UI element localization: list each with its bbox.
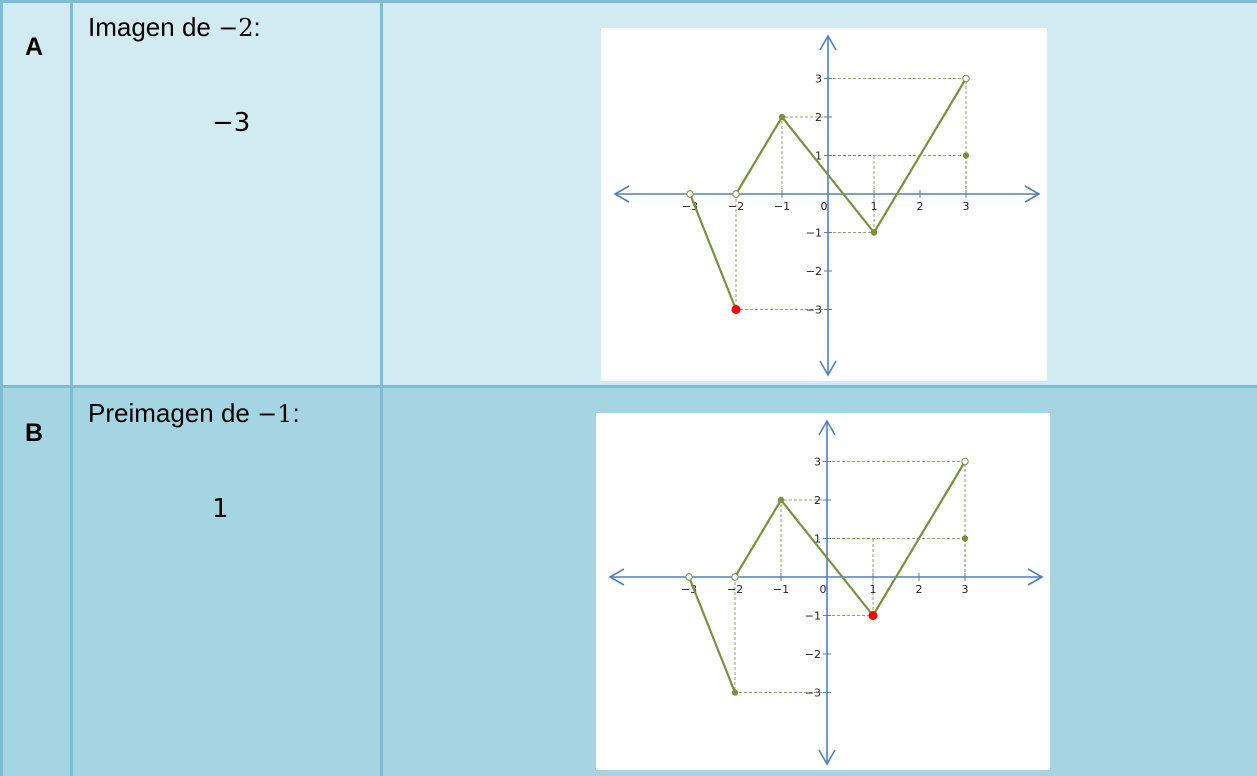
curve-segment bbox=[735, 116, 783, 195]
x-tick-label: −2 bbox=[728, 200, 744, 213]
row-letter: B bbox=[25, 419, 44, 447]
curve-segment bbox=[688, 193, 738, 310]
closed-point bbox=[870, 229, 878, 236]
y-tick-label: 1 bbox=[814, 533, 821, 546]
closed-point bbox=[731, 689, 739, 696]
y-tick-label: −3 bbox=[805, 687, 821, 700]
question-label: Preimagen de −1: bbox=[88, 398, 300, 429]
x-tick-label: 0 bbox=[821, 200, 828, 213]
y-tick-label: −1 bbox=[806, 227, 822, 240]
y-tick-label: −2 bbox=[805, 648, 821, 661]
highlight-point bbox=[731, 305, 741, 314]
question-label: Imagen de −2: bbox=[88, 12, 261, 43]
x-axis-arrow-left bbox=[613, 185, 630, 203]
x-tick-label: −1 bbox=[773, 583, 789, 596]
open-point bbox=[961, 457, 969, 466]
question-cell: Preimagen de −1: 1 bbox=[72, 386, 382, 776]
y-tick-label: −3 bbox=[806, 304, 822, 317]
x-tick-label: 0 bbox=[820, 583, 827, 596]
row-letter-cell: A bbox=[0, 0, 72, 386]
x-tick-label: 1 bbox=[870, 583, 877, 596]
x-tick-label: 1 bbox=[871, 200, 878, 213]
row-letter: A bbox=[25, 33, 44, 61]
question-value: −1 bbox=[257, 400, 293, 428]
x-tick-label: −1 bbox=[774, 200, 790, 213]
y-tick-label: 1 bbox=[815, 150, 822, 163]
highlight-point bbox=[868, 611, 878, 620]
y-tick-label: 3 bbox=[815, 73, 822, 86]
x-tick-label: 2 bbox=[916, 583, 923, 596]
table-border-middle bbox=[0, 385, 1257, 388]
y-tick-label: −1 bbox=[805, 610, 821, 623]
x-tick-label: 3 bbox=[962, 583, 969, 596]
x-axis-arrow-left bbox=[608, 568, 625, 586]
question-suffix: : bbox=[253, 12, 261, 42]
answer-value: 1 bbox=[212, 494, 229, 524]
y-tick-label: −2 bbox=[806, 265, 822, 278]
answer-value: −3 bbox=[212, 108, 251, 138]
question-cell: Imagen de −2: −3 bbox=[72, 0, 382, 386]
question-suffix: : bbox=[292, 398, 300, 428]
closed-point bbox=[777, 496, 785, 504]
y-axis-arrow-up bbox=[819, 34, 837, 51]
table-border-col2 bbox=[380, 0, 383, 776]
x-tick-label: 2 bbox=[917, 200, 924, 213]
closed-point bbox=[962, 152, 970, 159]
question-text: Imagen de bbox=[88, 12, 219, 42]
table-border-left bbox=[0, 0, 3, 776]
question-value: −2 bbox=[218, 14, 254, 42]
y-axis-arrow-down bbox=[818, 749, 836, 766]
y-tick-label: 2 bbox=[815, 111, 822, 124]
curve-segment bbox=[780, 499, 874, 617]
x-axis-arrow-right bbox=[1024, 185, 1041, 203]
table-border-col1 bbox=[70, 0, 73, 776]
y-tick-label: 2 bbox=[814, 494, 821, 507]
open-point bbox=[732, 190, 740, 198]
table-border-top bbox=[0, 0, 1257, 3]
question-text: Preimagen de bbox=[88, 398, 258, 428]
open-point bbox=[731, 573, 739, 581]
closed-point bbox=[778, 113, 786, 121]
open-point bbox=[962, 74, 970, 83]
curve-segment bbox=[734, 499, 782, 578]
curve-segment bbox=[781, 116, 875, 234]
y-tick-label: 3 bbox=[814, 456, 821, 469]
y-axis-arrow-up bbox=[818, 419, 836, 436]
y-axis-arrow-down bbox=[819, 360, 837, 377]
x-tick-label: 3 bbox=[963, 200, 970, 213]
curve-segment bbox=[873, 77, 967, 234]
curve-segment bbox=[872, 460, 966, 617]
x-axis-arrow-right bbox=[1027, 568, 1044, 586]
curve-segment bbox=[687, 576, 737, 693]
closed-point bbox=[961, 535, 969, 542]
open-point bbox=[686, 190, 694, 198]
open-point bbox=[685, 573, 693, 581]
x-tick-label: −2 bbox=[727, 583, 743, 596]
row-letter-cell: B bbox=[0, 386, 72, 776]
